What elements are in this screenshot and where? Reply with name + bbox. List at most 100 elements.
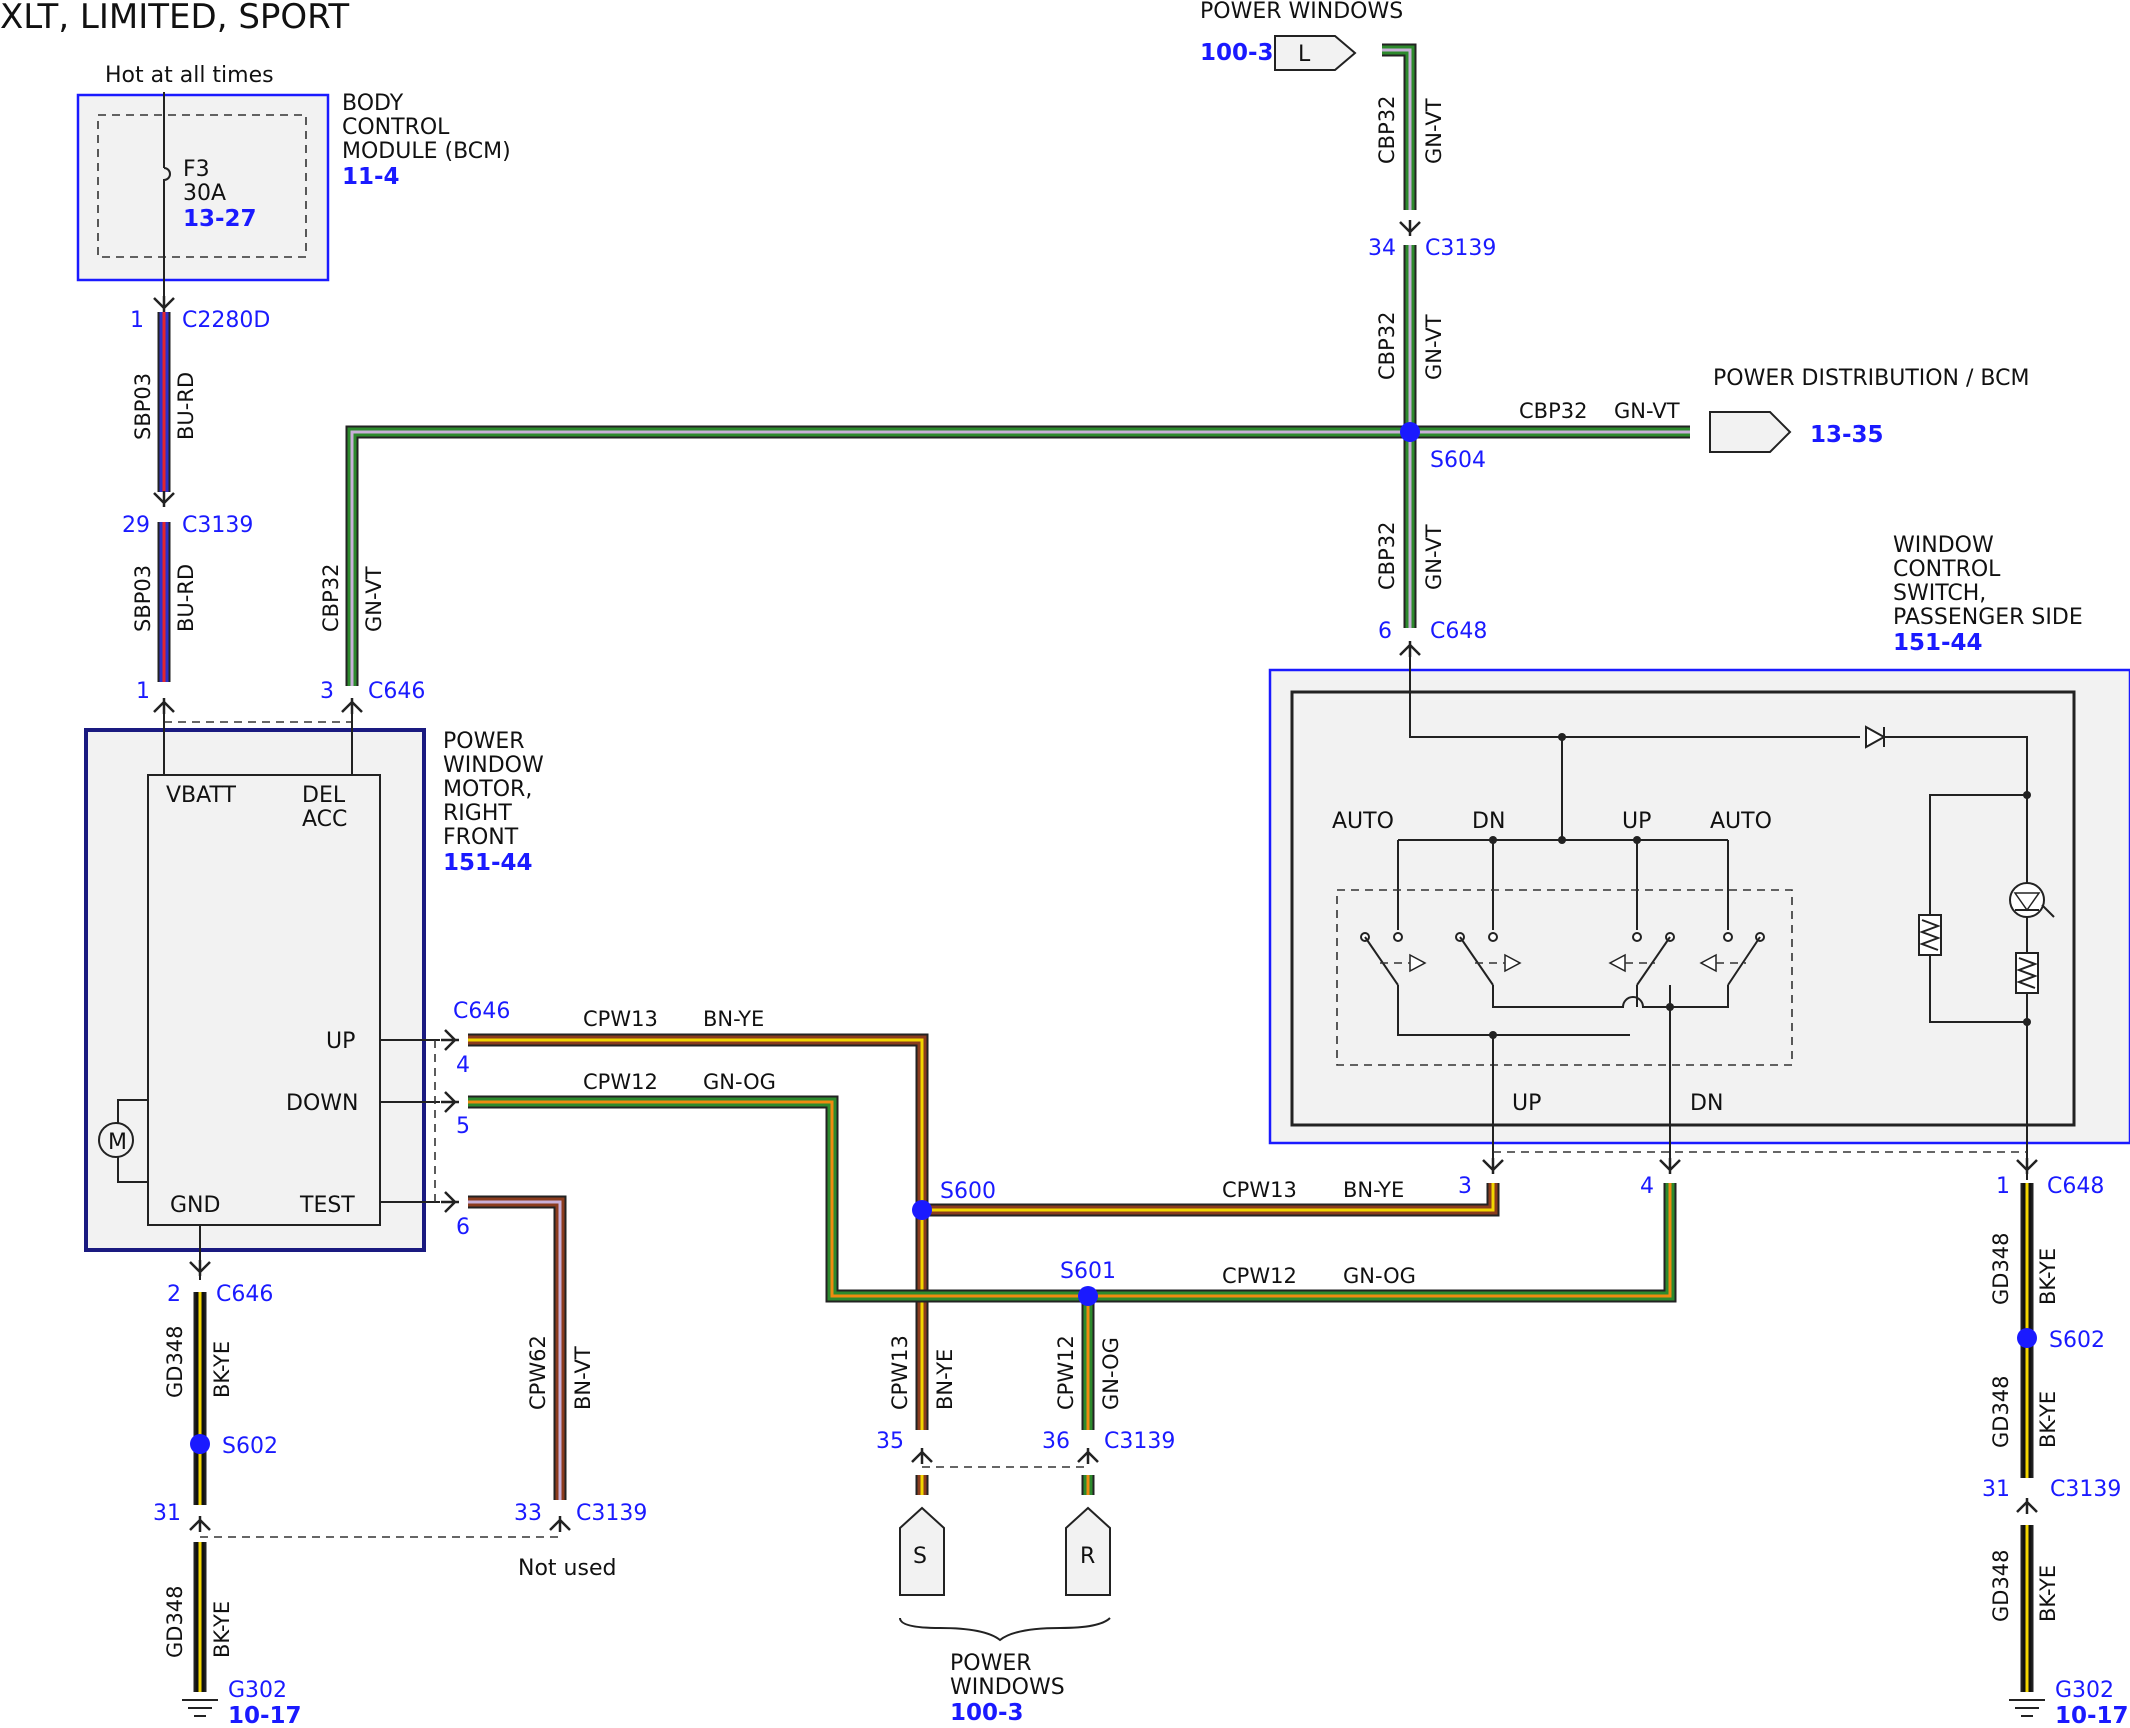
c646-down-pin: 5	[456, 1114, 470, 1139]
c3139-gnd-right-name: C3139	[2050, 1477, 2121, 1502]
fuse-name: F3	[183, 157, 210, 182]
ground-right-id: G302	[2055, 1678, 2114, 1703]
motor-pin-test: TEST	[299, 1193, 355, 1218]
cbp32-color-low: GN-VT	[1422, 524, 1446, 590]
splice-s602-left-dot	[190, 1434, 210, 1454]
cpw13-color-v: BN-YE	[933, 1349, 957, 1410]
ground-left: G302 10-17	[182, 1678, 302, 1728]
c646-vbatt-pin: 1	[136, 679, 150, 704]
motor-name-1: POWER	[443, 729, 525, 754]
c646-gnd-name: C646	[216, 1282, 273, 1307]
bcm-fuse-box	[97, 114, 307, 258]
gd348-color-2: BK-YE	[210, 1601, 234, 1658]
cpw62-color: BN-VT	[571, 1346, 595, 1410]
c648-gnd-pin: 1	[1996, 1174, 2010, 1199]
c3139-top-name: C3139	[1425, 236, 1496, 261]
motor-inner	[147, 774, 381, 1226]
sbp03-color-1: BU-RD	[174, 372, 198, 440]
splice-s602-left: S602	[222, 1434, 278, 1459]
c648-top-pin: 6	[1378, 619, 1392, 644]
switch-ref: 151-44	[1893, 630, 1983, 656]
bcm-name-3: MODULE (BCM)	[342, 139, 511, 164]
mark-c646-gnd	[189, 1260, 211, 1276]
fuse-ref: 13-27	[183, 206, 257, 232]
bottom-source-label-2: WINDOWS	[950, 1675, 1065, 1700]
diode-icon	[1865, 725, 1887, 749]
bottom-source: S R POWER WINDOWS 100-3	[899, 1466, 1111, 1726]
motor-name-2: WINDOW	[443, 753, 544, 778]
c3139-cpw12-pin: 36	[1042, 1429, 1070, 1454]
cbp32-circuit-h: CBP32	[1519, 399, 1587, 423]
c3139-sbp03-name: C3139	[182, 513, 253, 538]
switch-name-3: SWITCH,	[1893, 581, 1986, 606]
switch-name-2: CONTROL	[1893, 557, 2001, 582]
c2280d-pin: 1	[130, 308, 144, 333]
sbp03-color-2: BU-RD	[174, 564, 198, 632]
gd348-circuit-r3: GD348	[1989, 1549, 2013, 1622]
switch-contact-4	[1727, 936, 1761, 986]
switch-up-top: UP	[1622, 809, 1651, 834]
diagram-title: XLT, LIMITED, SPORT	[0, 0, 349, 37]
splice-s601: S601	[1060, 1259, 1116, 1284]
cbp32-color-left: GN-VT	[362, 566, 386, 632]
cpw13-circuit-h2: CPW13	[1222, 1178, 1297, 1202]
connector-l-letter: L	[1298, 42, 1311, 67]
c646-up-name: C646	[453, 999, 510, 1024]
bottom-source-ref: 100-3	[950, 1700, 1024, 1726]
splice-s600: S600	[940, 1179, 996, 1204]
power-dist-shape	[1709, 411, 1792, 453]
bcm-name-1: BODY	[342, 91, 404, 116]
c3139-cpw62-name: C3139	[576, 1501, 647, 1526]
not-used-label: Not used	[518, 1556, 616, 1581]
c3139-cpw62-pin: 33	[514, 1501, 542, 1526]
cpw12-circuit-h1: CPW12	[583, 1070, 658, 1094]
power-dist-label: POWER DISTRIBUTION / BCM	[1713, 366, 2029, 391]
c3139-sbp03-pin: 29	[122, 513, 150, 538]
cbp32-color-h: GN-VT	[1614, 399, 1680, 423]
cpw13-circuit-h1: CPW13	[583, 1007, 658, 1031]
gd348-color-1: BK-YE	[210, 1341, 234, 1398]
motor-name-4: RIGHT	[443, 801, 512, 826]
switch-auto-right: AUTO	[1710, 809, 1772, 834]
switch-block: WINDOW CONTROL SWITCH, PASSENGER SIDE 15…	[1268, 533, 2130, 1180]
motor-pin-del: DEL	[302, 783, 346, 808]
mark-c648-gnd	[2016, 1158, 2038, 1174]
bottom-source-label-1: POWER	[950, 1651, 1032, 1676]
hot-label: Hot at all times	[105, 63, 274, 88]
connector-r-shape	[1065, 1506, 1111, 1596]
gd348-circuit-2: GD348	[163, 1585, 187, 1658]
ground-right: G302 10-17	[2009, 1678, 2129, 1728]
mark-c646-up	[441, 1029, 459, 1051]
mark-c3139-top	[1399, 220, 1421, 236]
splice-s601-dot	[1078, 1286, 1098, 1306]
mark-c3139-gnd-left	[189, 1516, 211, 1532]
motor-name-3: MOTOR,	[443, 777, 532, 802]
cbp32-circuit-mid: CBP32	[1375, 312, 1399, 380]
switch-inner	[1290, 690, 2076, 1127]
cbp32-color-top: GN-VT	[1422, 98, 1446, 164]
c3139-cpw12-name: C3139	[1104, 1429, 1175, 1454]
mark-c3139-gnd-right	[2016, 1498, 2038, 1514]
splice-s602-right-dot	[2017, 1328, 2037, 1348]
bracket	[899, 1617, 1111, 1642]
gd348-color-r3: BK-YE	[2036, 1565, 2060, 1622]
ground-left-id: G302	[228, 1678, 287, 1703]
motor-pin-acc: ACC	[302, 807, 347, 832]
mark-c646-test	[441, 1191, 459, 1213]
gd348-circuit-1: GD348	[163, 1325, 187, 1398]
mark-c646-vbatt	[153, 698, 175, 714]
mark-c3139-sbp03	[153, 491, 175, 507]
cbp32-circuit-left: CBP32	[319, 564, 343, 632]
fuse-rating: 30A	[183, 181, 226, 206]
motor-pin-down: DOWN	[286, 1091, 358, 1116]
top-source: POWER WINDOWS 100-3 L	[1200, 0, 1403, 71]
c3139-gnd-left-pin: 31	[153, 1501, 181, 1526]
power-dist: POWER DISTRIBUTION / BCM 13-35	[1709, 366, 2029, 453]
bcm-block: Hot at all times F3 30A 13-27 BODY CONTR…	[76, 63, 511, 302]
sbp03-circuit-2: SBP03	[131, 565, 155, 632]
switch-contact-box	[1336, 889, 1793, 1066]
wire-layer	[157, 43, 2034, 1692]
c3139-top-pin: 34	[1368, 236, 1396, 261]
gd348-circuit-r1: GD348	[1989, 1232, 2013, 1305]
